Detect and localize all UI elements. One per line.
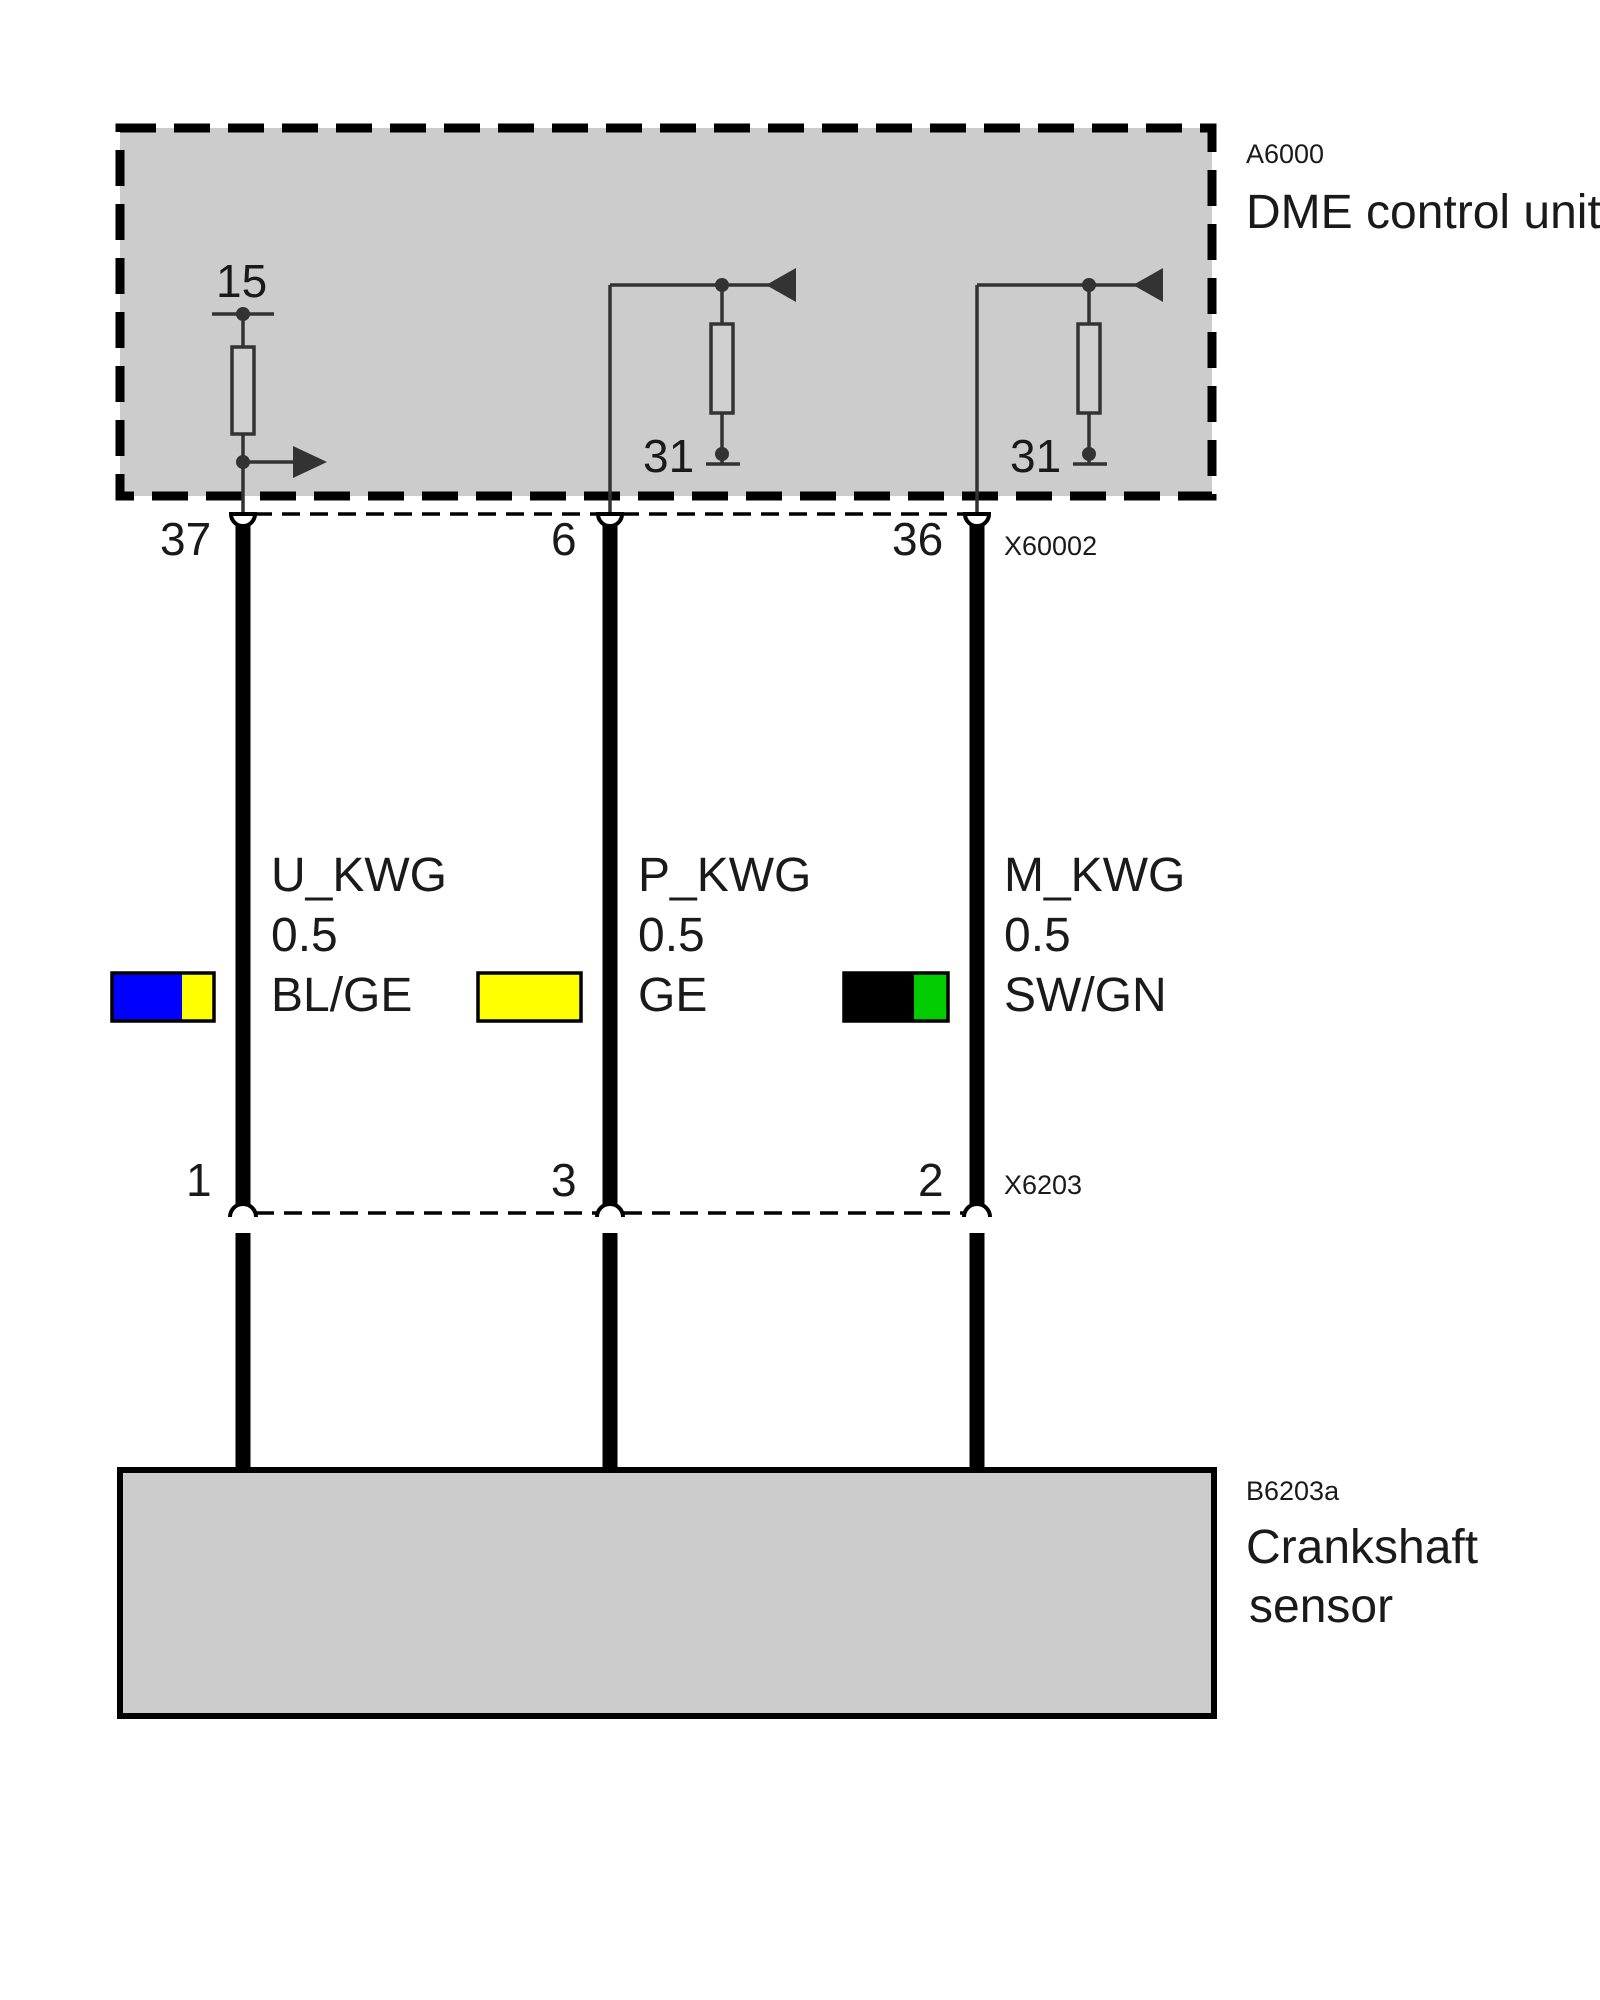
connector-top-id: X60002 xyxy=(1004,531,1097,561)
wire-gauge: 0.5 xyxy=(638,909,705,962)
sensor-name-line1: Crankshaft xyxy=(1246,1521,1478,1574)
wire-u-kwg-labels: U_KWG 0.5 BL/GE xyxy=(110,849,447,1023)
pullup-circuit: 15 xyxy=(212,255,327,514)
connector-x60002: X60002 37 6 36 xyxy=(160,512,1097,565)
sensor-name-line2: sensor xyxy=(1249,1580,1393,1633)
crankshaft-sensor-box xyxy=(117,1467,1217,1719)
signal-arrow-icon xyxy=(766,268,796,302)
wire-p-kwg-labels: P_KWG 0.5 GE xyxy=(476,849,811,1023)
supply-label-15: 15 xyxy=(216,255,267,307)
pin-label: 2 xyxy=(918,1154,944,1206)
wire-color-swatch xyxy=(182,973,214,1021)
wire-signal-name: U_KWG xyxy=(271,849,447,902)
pin-label: 6 xyxy=(551,513,577,565)
ground-label-31-right: 31 xyxy=(1010,430,1061,482)
ground-label-31-middle: 31 xyxy=(643,430,694,482)
wire-color-swatch xyxy=(478,973,581,1021)
wire-signal-name: M_KWG xyxy=(1004,849,1185,902)
wire-color-swatch xyxy=(914,973,948,1021)
wire-signal-name: P_KWG xyxy=(638,849,811,902)
wire-color-swatch xyxy=(844,973,914,1021)
wire-gauge: 0.5 xyxy=(271,909,338,962)
wire-color-code: GE xyxy=(638,969,707,1022)
pin-label: 36 xyxy=(892,513,943,565)
pin-label: 37 xyxy=(160,513,211,565)
dme-control-unit-box xyxy=(115,123,1217,501)
connector-x6203: X6203 1 3 2 xyxy=(186,1154,1082,1218)
wire-color-code: BL/GE xyxy=(271,969,412,1022)
pin-label: 3 xyxy=(551,1154,577,1206)
wire-m-kwg-labels: M_KWG 0.5 SW/GN xyxy=(842,849,1185,1023)
wire-gauge: 0.5 xyxy=(1004,909,1071,962)
signal-arrow-icon xyxy=(293,446,327,478)
pulldown-circuit-middle: 31 xyxy=(608,268,796,514)
sensor-id-label: B6203a xyxy=(1246,1476,1340,1506)
dme-id-label: A6000 xyxy=(1246,139,1324,169)
signal-arrow-icon xyxy=(1133,268,1163,302)
wire-color-swatch xyxy=(112,973,182,1021)
pin-label: 1 xyxy=(186,1154,212,1206)
connector-bottom-id: X6203 xyxy=(1004,1170,1082,1200)
wire-harness xyxy=(235,525,985,1472)
pulldown-circuit-right: 31 xyxy=(975,268,1163,514)
dme-name-label: DME control unit xyxy=(1246,186,1600,239)
wire-color-code: SW/GN xyxy=(1004,969,1167,1022)
